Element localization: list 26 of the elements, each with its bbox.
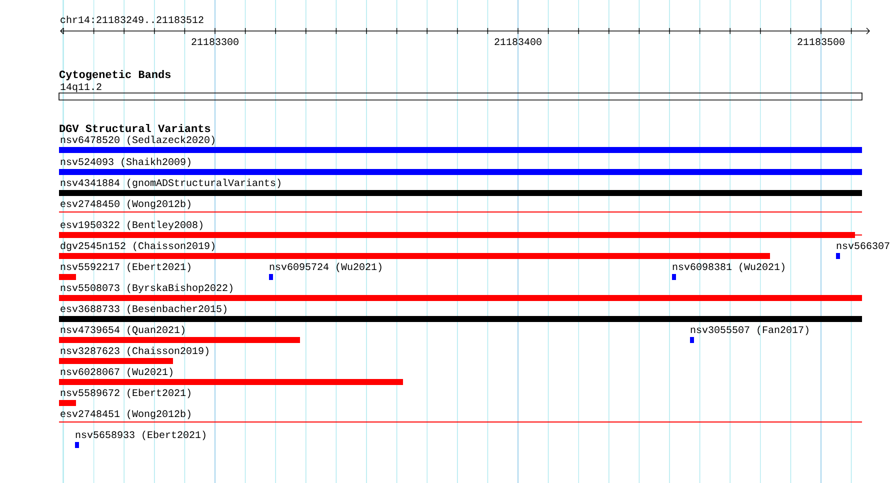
variant-label: esv3688733 (Besenbacher2015) (60, 304, 226, 314)
variant-label: nsv6098381 (Wu2021) (672, 262, 784, 272)
track-title: Cytogenetic Bands (59, 70, 171, 80)
track-title: DGV Structural Variants (60, 124, 210, 132)
variant-label: nsv4739654 (Quan2021) (60, 326, 184, 336)
variant-label: nsv5508073 (ByrskaBishop2022) (60, 284, 232, 294)
variant-label: nsv6478520 (Sedlazeck2020) (60, 136, 214, 146)
variant-label: 14q11.2 (60, 83, 102, 92)
variant-label: nsv5592217 (Ebert2021) (60, 262, 190, 272)
variant-label: nsv5589672 (Ebert2021) (60, 388, 190, 398)
variant-label: nsv5658933 (Ebert2021) (76, 430, 206, 440)
variant-label: esv2748451 (Wong2012b) (60, 410, 190, 420)
variant-label: nsv3055507 (Fan2017) (690, 326, 808, 336)
variant-label: nsv524093 (Shaikh2009) (60, 158, 190, 168)
variant-label: esv2748450 (Wong2012b) (60, 200, 190, 210)
location-label: chr14:21183249..21183512 (60, 16, 204, 24)
variant-label: nsv4341884 (gnomADStructuralVariants) (60, 178, 280, 188)
variant-label: dgv2545n152 (Chaisson2019) (60, 242, 214, 252)
variant-label: esv1950322 (Bentley2008) (60, 220, 202, 230)
variant-label: nsv6028067 (Wu2021) (60, 368, 172, 378)
variant-label: nsv566307 (836, 242, 890, 250)
variant-label: nsv6095724 (Wu2021) (270, 262, 382, 272)
variant-label: nsv3287623 (Chaisson2019) (60, 346, 208, 356)
tick-label: 21183300 (192, 38, 238, 46)
tick-label: 21183500 (798, 38, 844, 46)
tick-label: 21183400 (494, 38, 542, 46)
